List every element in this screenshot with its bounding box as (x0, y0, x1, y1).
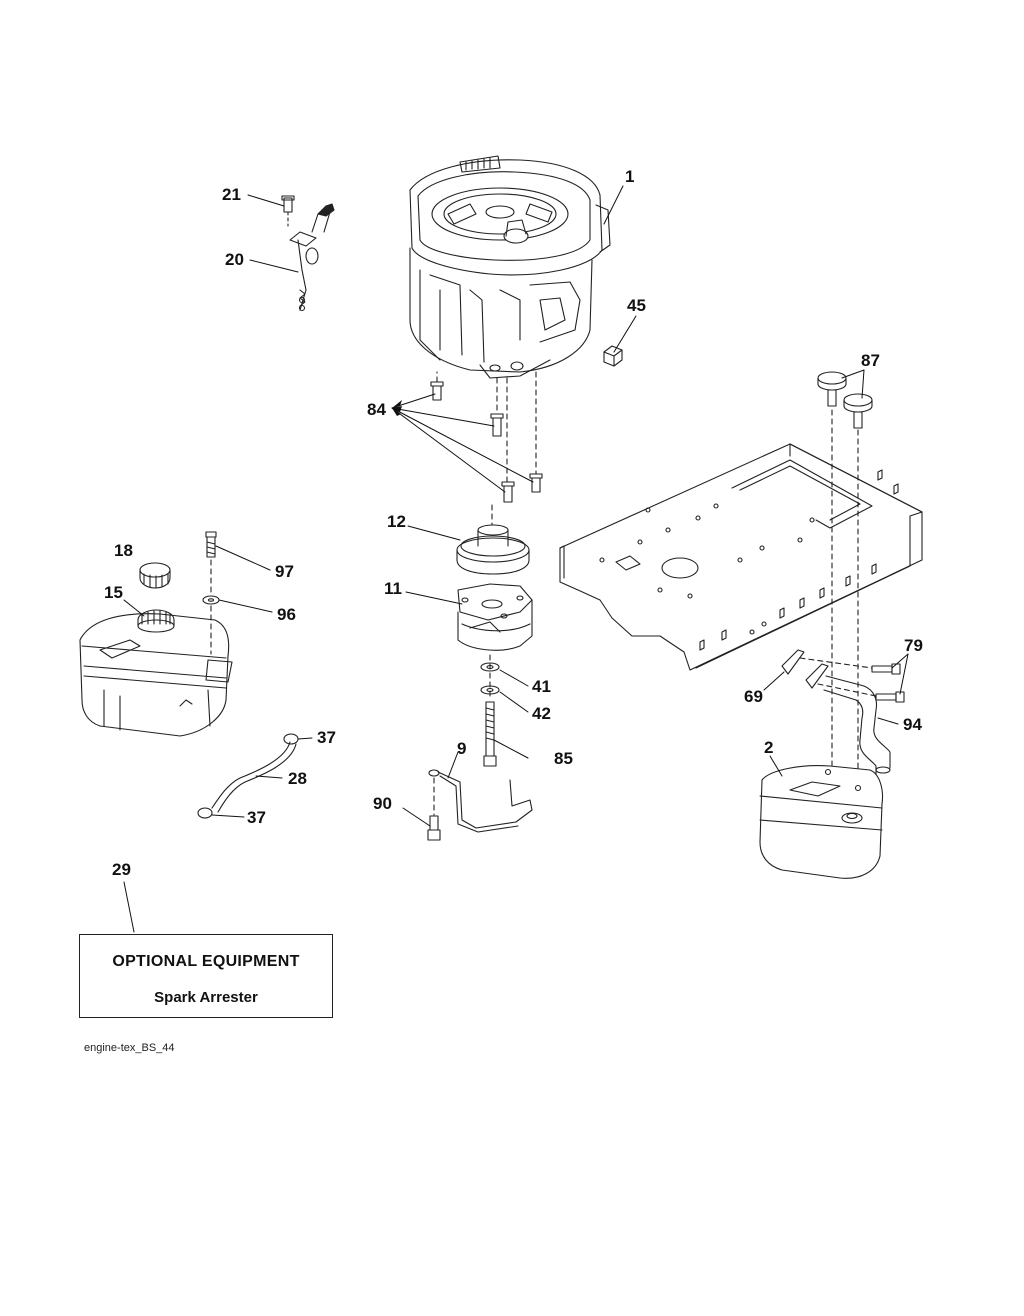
clutch-part-11 (458, 584, 532, 650)
bracket-part-9 (429, 770, 532, 832)
gasket-part-69 (782, 650, 828, 688)
screw-part-97 (206, 532, 216, 557)
callout-29: 29 (112, 860, 131, 879)
callout-9: 9 (457, 739, 467, 758)
callout-45: 45 (627, 296, 646, 315)
callout-79: 79 (904, 636, 923, 655)
callout-12: 12 (387, 512, 406, 531)
callout-97: 97 (275, 562, 294, 581)
frame-plate (560, 444, 922, 670)
nut-part-45 (604, 346, 622, 366)
bolt-part-90 (428, 816, 440, 840)
drawing-reference: engine-tex_BS_44 (84, 1042, 175, 1054)
optional-equipment-title: OPTIONAL EQUIPMENT (112, 953, 300, 970)
callout-94: 94 (903, 715, 922, 734)
callout-28: 28 (288, 769, 307, 788)
alignment-lines-84 (437, 372, 536, 530)
callout-42: 42 (532, 704, 551, 723)
callout-18: 18 (114, 541, 133, 560)
hose-clamp-part-37-lower (198, 808, 212, 818)
washer-part-96 (203, 596, 219, 604)
arrowheads-84 (392, 400, 402, 416)
callout-41: 41 (532, 677, 551, 696)
leader-lines (124, 186, 908, 932)
alignment-lines-79 (800, 658, 876, 696)
callout-15: 15 (104, 583, 123, 602)
optional-equipment-item: Spark Arrester (154, 989, 258, 1006)
callout-20: 20 (225, 250, 244, 269)
muffler-part-2 (760, 766, 883, 879)
callout-96: 96 (277, 605, 296, 624)
bolt-part-85 (484, 702, 496, 766)
callout-1: 1 (625, 167, 635, 186)
alignment-lines-87 (832, 410, 858, 790)
fuel-cap-part-18 (140, 563, 170, 588)
callout-90: 90 (373, 794, 392, 813)
fuel-tank-part-15 (80, 610, 232, 736)
callout-37-lower: 37 (247, 808, 266, 827)
hose-clamp-part-37-upper (284, 734, 298, 744)
optional-equipment-box: OPTIONAL EQUIPMENT Spark Arrester (79, 934, 333, 1018)
callout-85: 85 (554, 749, 573, 768)
callout-37-upper: 37 (317, 728, 336, 747)
pulley-part-12 (457, 525, 529, 574)
bolts-part-87 (818, 372, 872, 428)
callout-21: 21 (222, 185, 241, 204)
throttle-part-20 (282, 196, 334, 311)
callout-2: 2 (764, 738, 774, 757)
exhaust-pipe-part-94 (824, 676, 890, 776)
bolts-part-79 (872, 664, 904, 702)
callout-87: 87 (861, 351, 880, 370)
callout-69: 69 (744, 687, 763, 706)
engine-part-1 (410, 156, 610, 378)
callout-84: 84 (367, 400, 386, 419)
fuel-line-part-28 (212, 742, 296, 812)
callout-11: 11 (384, 579, 402, 598)
bolts-part-84 (431, 382, 542, 502)
